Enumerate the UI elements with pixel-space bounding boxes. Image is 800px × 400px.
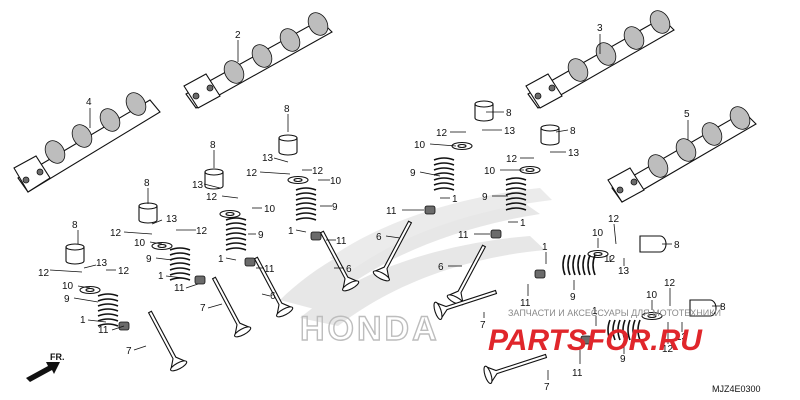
callout-camshaft-3: 3 — [597, 23, 603, 34]
callout-seal-11: 11 — [572, 368, 583, 379]
camshaft-5 — [607, 106, 757, 203]
callout-shim-13: 13 — [166, 214, 178, 225]
callout-spring-9: 9 — [410, 168, 416, 179]
callout-cotter-12: 12 — [604, 254, 616, 265]
callout-spring-9: 9 — [482, 192, 488, 203]
callout-tappet-8: 8 — [144, 178, 150, 189]
callout-spring-9: 9 — [64, 294, 70, 305]
callout-shim-13: 13 — [568, 148, 580, 159]
camshaft-2 — [183, 12, 333, 109]
camshaft-4 — [13, 92, 161, 193]
callout-seat-10: 10 — [646, 290, 658, 301]
callout-spring-9: 9 — [146, 254, 152, 265]
callout-shim-13: 13 — [192, 180, 204, 191]
callout-seat-10: 10 — [330, 176, 342, 187]
callout-shim-13: 13 — [96, 258, 108, 269]
callout-seal-11: 11 — [336, 236, 347, 247]
callout-cotter-12: 12 — [506, 154, 518, 165]
callout-spring-9: 9 — [570, 292, 576, 303]
callout-shim-13: 13 — [618, 266, 630, 277]
camshaft-3 — [525, 10, 675, 109]
front-direction-arrow: FR. — [26, 352, 65, 382]
callout-collar-1: 1 — [288, 226, 294, 237]
callout-tappet-8: 8 — [72, 220, 78, 231]
callout-valve-7: 7 — [544, 382, 550, 393]
callout-cotter-12: 12 — [436, 128, 448, 139]
callout-collar-1: 1 — [80, 315, 86, 326]
front-label: FR. — [50, 352, 65, 362]
callout-collar-1: 1 — [592, 306, 598, 317]
callout-spring-9: 9 — [258, 230, 264, 241]
callout-valve-6: 6 — [346, 264, 352, 275]
callout-tappet-8: 8 — [720, 302, 726, 313]
callout-cotter-12: 12 — [110, 228, 122, 239]
callout-seal-11: 11 — [98, 325, 109, 336]
callout-tappet-8: 8 — [284, 104, 290, 115]
callout-cotter-12: 12 — [206, 192, 218, 203]
callout-collar-1: 1 — [218, 254, 224, 265]
callout-cotter-12: 12 — [246, 168, 258, 179]
callout-valve-7: 7 — [480, 320, 486, 331]
callout-spring-9: 9 — [332, 202, 338, 213]
callout-cotter-12: 12 — [664, 278, 676, 289]
callout-seat-10: 10 — [414, 140, 426, 151]
callout-camshaft-4: 4 — [86, 97, 92, 108]
callout-cotter-12: 12 — [608, 214, 620, 225]
callout-spring-9: 9 — [620, 354, 626, 365]
callout-camshaft-5: 5 — [684, 109, 690, 120]
watermark-site: PARTSFOR.RU — [488, 324, 703, 357]
callout-shim-13: 13 — [676, 332, 688, 343]
callout-valve-6: 6 — [376, 232, 382, 243]
callout-seal-11: 11 — [520, 298, 531, 309]
callout-shim-13: 13 — [504, 126, 516, 137]
valve-stack-c — [204, 168, 295, 320]
callout-tappet-8: 8 — [506, 108, 512, 119]
callout-seal-11: 11 — [458, 230, 469, 241]
callout-tappet-8: 8 — [210, 140, 216, 151]
callout-tappet-8: 8 — [570, 126, 576, 137]
callout-tappet-8: 8 — [674, 240, 680, 251]
callout-seal-11: 11 — [174, 283, 185, 294]
callout-seat-10: 10 — [592, 228, 604, 239]
callout-valve-6: 6 — [270, 291, 276, 302]
callout-valve-6: 6 — [438, 262, 444, 273]
callout-valve-7: 7 — [200, 303, 206, 314]
callout-collar-1: 1 — [158, 271, 164, 282]
callout-cotter-12: 12 — [662, 344, 674, 355]
callout-seat-10: 10 — [484, 166, 496, 177]
callout-seat-10: 10 — [62, 281, 74, 292]
callout-camshaft-2: 2 — [235, 30, 241, 41]
callout-valve-7: 7 — [126, 346, 132, 357]
callout-seat-10: 10 — [264, 204, 276, 215]
callout-cotter-12: 12 — [118, 266, 130, 277]
valve-stack-h — [481, 299, 717, 385]
watermark-caption: ЗАПЧАСТИ И АКСЕССУАРЫ ДЛЯ МОТОТЕХНИКИ — [508, 308, 721, 318]
callout-cotter-12: 12 — [38, 268, 50, 279]
callout-collar-1: 1 — [520, 218, 526, 229]
callout-collar-1: 1 — [542, 242, 548, 253]
callout-seal-11: 11 — [386, 206, 397, 217]
callout-cotter-12: 12 — [312, 166, 324, 177]
callout-cotter-12: 12 — [196, 226, 208, 237]
callout-shim-13: 13 — [262, 153, 274, 164]
callout-collar-1: 1 — [452, 194, 458, 205]
honda-brand-watermark: HONDA — [300, 310, 440, 348]
callout-seat-10: 10 — [134, 238, 146, 249]
valve-stack-g — [431, 235, 667, 321]
diagram-code: MJZ4E0300 — [712, 384, 761, 394]
callout-seal-11: 11 — [264, 264, 275, 275]
